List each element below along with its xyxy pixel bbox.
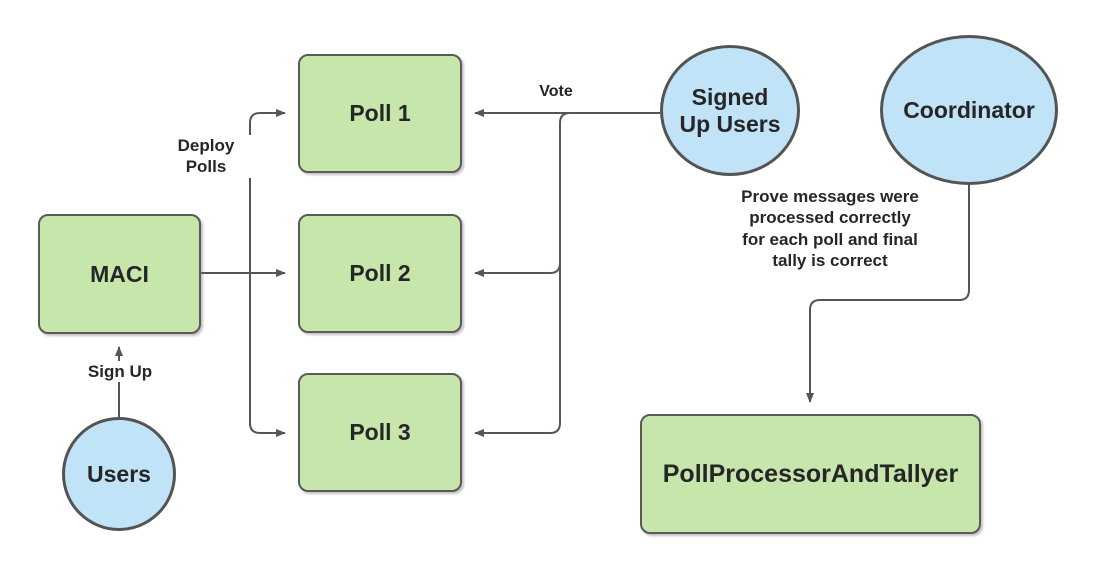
node-poll-2[interactable]: Poll 2 bbox=[298, 214, 462, 333]
edge-maci-to-polls bbox=[201, 109, 286, 437]
node-users[interactable]: Users bbox=[62, 417, 176, 531]
node-coordinator-label: Coordinator bbox=[903, 96, 1035, 123]
edge-label-prove-messages: Prove messages were processed correctly … bbox=[705, 186, 955, 271]
node-poll-processor-and-tallyer-label: PollProcessorAndTallyer bbox=[662, 459, 959, 488]
node-users-label: Users bbox=[87, 460, 151, 487]
node-poll-2-label: Poll 2 bbox=[349, 260, 411, 287]
node-poll-3-label: Poll 3 bbox=[349, 419, 411, 446]
edge-label-vote: Vote bbox=[521, 82, 591, 102]
node-poll-1[interactable]: Poll 1 bbox=[298, 54, 462, 173]
edge-label-sign-up: Sign Up bbox=[68, 361, 172, 383]
edge-signedup-to-polls bbox=[474, 109, 660, 437]
edge-label-deploy-polls: Deploy Polls bbox=[160, 135, 252, 178]
node-maci-label: MACI bbox=[90, 260, 149, 287]
node-signed-up-users[interactable]: Signed Up Users bbox=[660, 45, 800, 176]
edge-coordinator-to-ppt bbox=[806, 185, 970, 403]
node-maci[interactable]: MACI bbox=[38, 214, 201, 334]
node-poll-processor-and-tallyer[interactable]: PollProcessorAndTallyer bbox=[640, 414, 981, 534]
node-signed-up-users-label: Signed Up Users bbox=[679, 84, 781, 137]
node-coordinator[interactable]: Coordinator bbox=[880, 35, 1058, 185]
node-poll-1-label: Poll 1 bbox=[349, 100, 411, 127]
node-poll-3[interactable]: Poll 3 bbox=[298, 373, 462, 492]
